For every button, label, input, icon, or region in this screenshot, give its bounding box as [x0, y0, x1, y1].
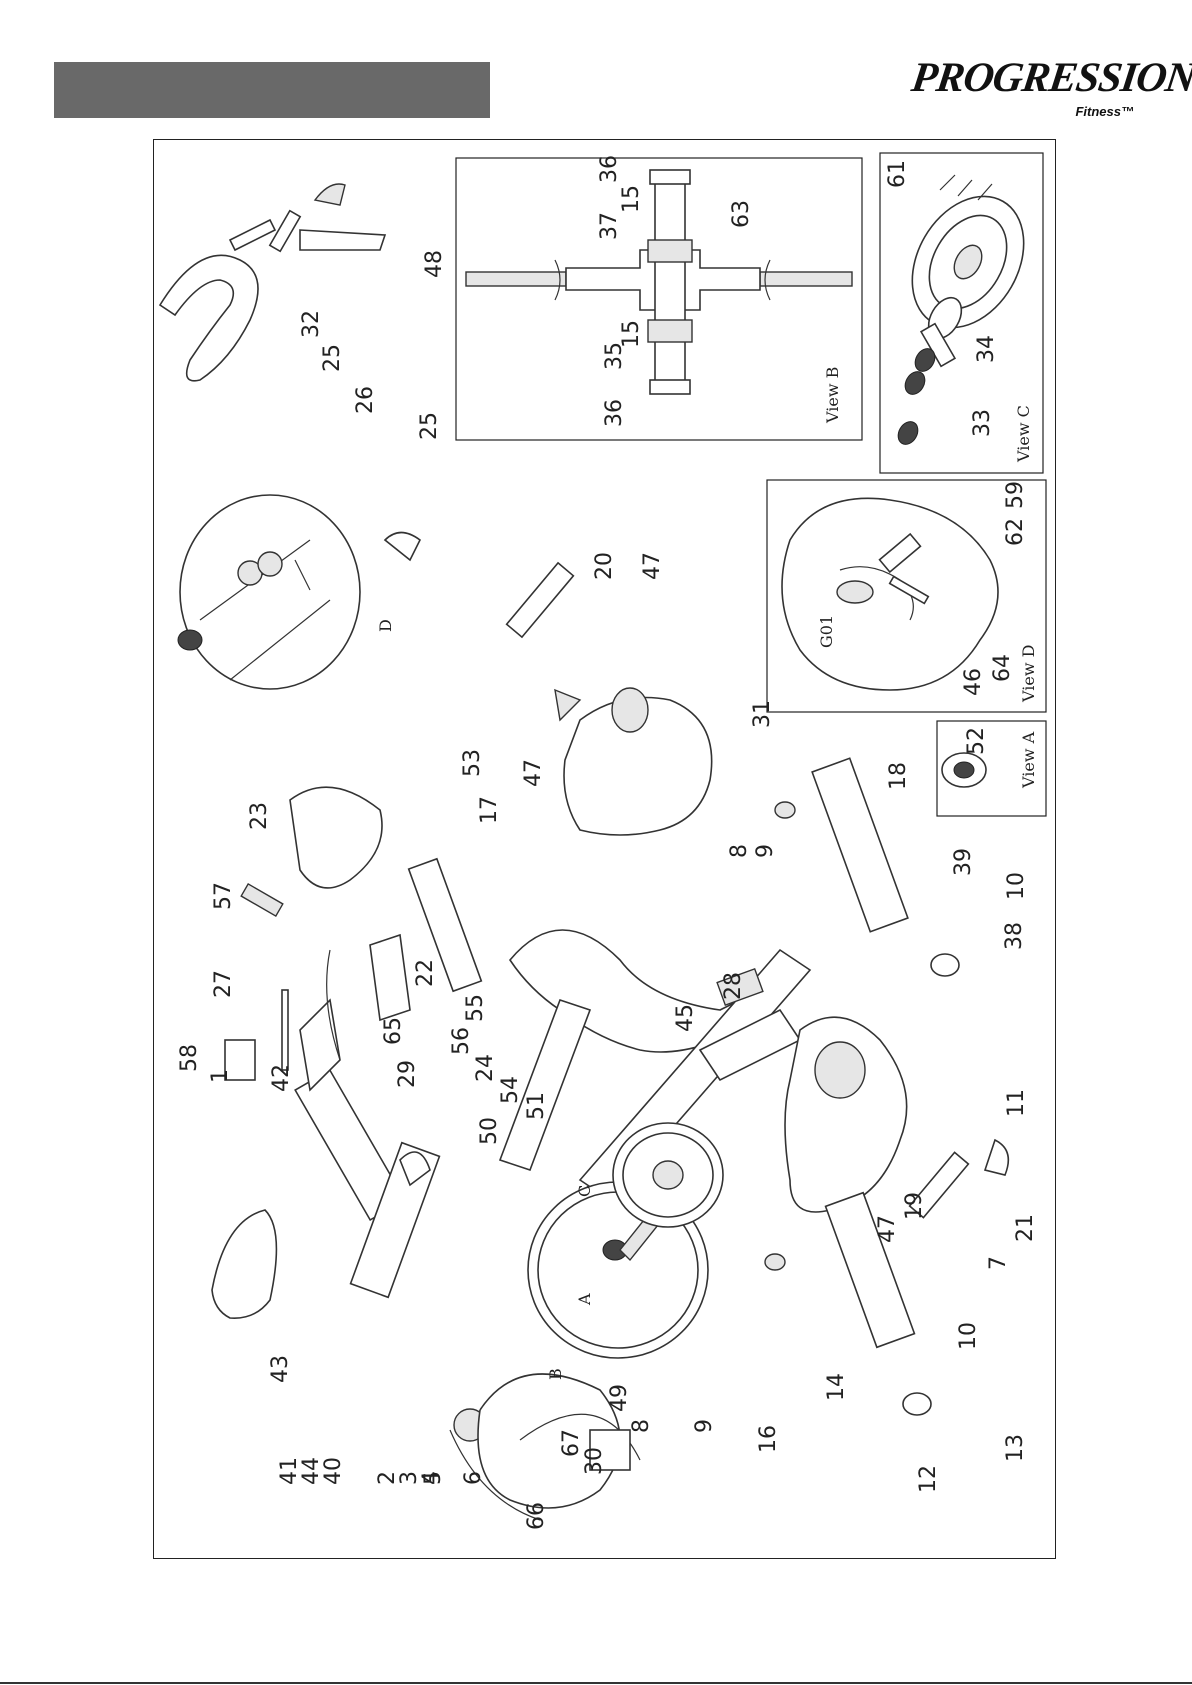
label-16: 16	[756, 1425, 781, 1453]
label-21: 21	[1013, 1214, 1038, 1242]
label-51: 51	[524, 1092, 549, 1120]
label-1: 1	[208, 1069, 233, 1083]
label-49: 49	[607, 1384, 632, 1412]
label-5: 5	[421, 1471, 446, 1485]
label-33: 33	[970, 409, 995, 437]
label-24: 24	[473, 1054, 498, 1082]
label-64: 64	[990, 654, 1015, 682]
label-65: 65	[381, 1017, 406, 1045]
label-56: 56	[449, 1027, 474, 1055]
label-44: 44	[299, 1457, 324, 1485]
chain-guard-right	[785, 1017, 907, 1212]
label-35: 35	[602, 342, 627, 370]
chain-guard-left	[555, 688, 712, 835]
label-13: 13	[1003, 1434, 1028, 1462]
label-20: 20	[592, 552, 617, 580]
label-12: 12	[916, 1465, 941, 1493]
label-9a: 9	[753, 844, 778, 858]
label-58: 58	[177, 1044, 202, 1072]
label-11: 11	[1004, 1089, 1029, 1117]
label-47c: 47	[875, 1215, 900, 1243]
label-23: 23	[247, 802, 272, 830]
label-50: 50	[477, 1117, 502, 1145]
label-36a: 36	[597, 155, 622, 183]
label-43: 43	[268, 1355, 293, 1383]
label-6: 6	[461, 1471, 486, 1485]
label-18: 18	[886, 762, 911, 790]
label-61: 61	[885, 160, 910, 188]
label-63: 63	[729, 200, 754, 228]
label-10a: 10	[1004, 872, 1029, 900]
label-26: 26	[353, 386, 378, 414]
label-25b: 25	[417, 412, 442, 440]
label-27: 27	[211, 970, 236, 998]
label-9b: 9	[692, 1419, 717, 1433]
view-c-label: View C	[1014, 405, 1033, 463]
label-53: 53	[460, 749, 485, 777]
ref-c: C	[575, 1185, 594, 1197]
label-54: 54	[498, 1076, 523, 1104]
label-42: 42	[269, 1064, 294, 1092]
label-30: 30	[582, 1447, 607, 1475]
label-g01: G01	[817, 615, 836, 648]
label-62: 62	[1003, 518, 1028, 546]
label-48: 48	[422, 250, 447, 278]
ref-a: A	[575, 1293, 594, 1306]
view-d-brake	[782, 498, 998, 690]
detail-d-circle	[178, 495, 360, 689]
label-38: 38	[1002, 922, 1027, 950]
label-40: 40	[321, 1457, 346, 1485]
label-46: 46	[961, 668, 986, 696]
ref-b: B	[546, 1368, 565, 1380]
label-15a: 15	[619, 185, 644, 213]
label-66: 66	[524, 1502, 549, 1530]
handlebar-assembly	[160, 184, 385, 381]
label-17: 17	[477, 796, 502, 824]
view-a-label: View A	[1019, 731, 1038, 789]
label-19: 19	[902, 1192, 927, 1220]
label-29: 29	[395, 1060, 420, 1088]
label-37: 37	[597, 212, 622, 240]
label-31: 31	[750, 700, 775, 728]
view-a-bearing	[942, 753, 986, 787]
label-14: 14	[824, 1373, 849, 1401]
label-22: 22	[413, 959, 438, 987]
label-55: 55	[463, 994, 488, 1022]
view-d-label: View D	[1019, 645, 1038, 703]
view-b-label: View B	[823, 367, 842, 424]
label-32: 32	[299, 310, 324, 338]
frame-pulley	[613, 1123, 723, 1227]
label-7: 7	[986, 1256, 1011, 1270]
label-47b: 47	[640, 552, 665, 580]
label-25a: 25	[320, 344, 345, 372]
label-52: 52	[964, 727, 989, 755]
label-8b: 8	[629, 1419, 654, 1433]
label-10b: 10	[956, 1322, 981, 1350]
label-36b: 36	[602, 399, 627, 427]
label-28: 28	[721, 972, 746, 1000]
label-59: 59	[1003, 481, 1028, 509]
ref-d: D	[376, 619, 395, 632]
label-45: 45	[673, 1004, 698, 1032]
label-47a: 47	[521, 759, 546, 787]
label-57: 57	[211, 882, 236, 910]
label-67: 67	[559, 1429, 584, 1457]
view-b-axle	[466, 170, 852, 394]
label-34: 34	[974, 335, 999, 363]
label-8a: 8	[727, 844, 752, 858]
label-39: 39	[951, 848, 976, 876]
